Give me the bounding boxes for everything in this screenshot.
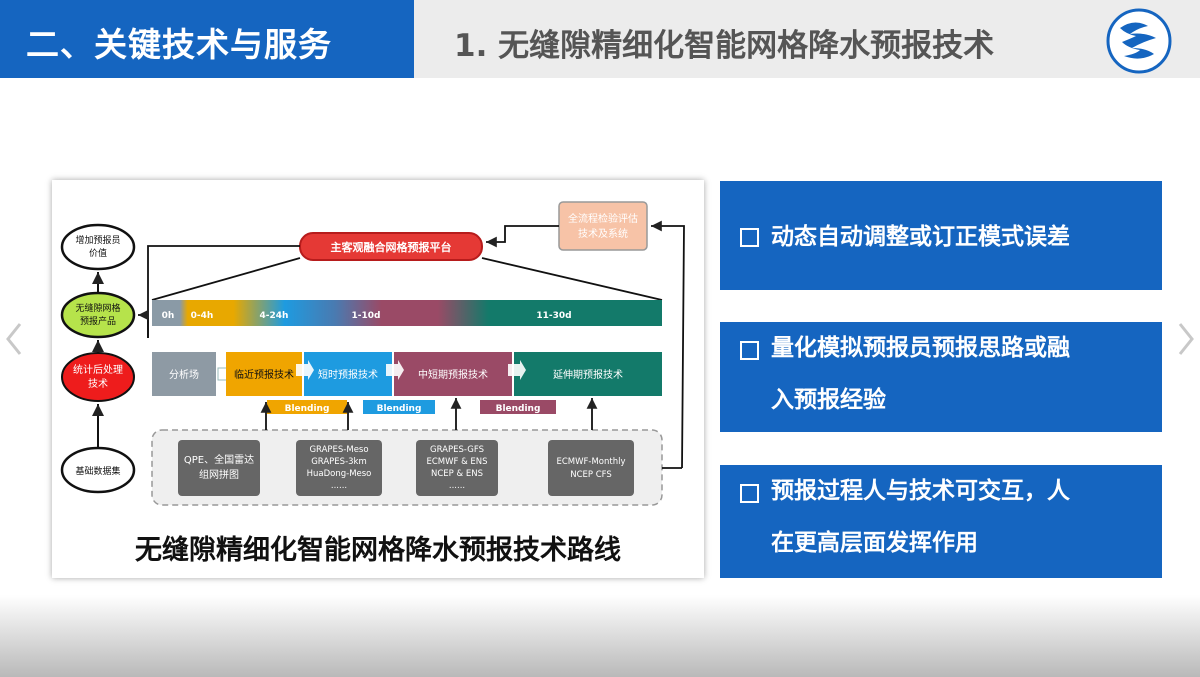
roadmap-diagram: 增加预报员 价值 无缝隙网格 预报产品 统计后处理 技术 基础数据集 主客观融合… [60,201,685,506]
stage-extended-range [514,352,662,396]
source-ecmwf-monthly [548,440,634,496]
previous-slide-icon[interactable] [4,322,24,356]
timeline-1-10d: 1-10d [352,311,381,321]
evaluation-line2: 技术及系统 [578,227,628,240]
blending-2-label: Blending [377,404,422,414]
timeline-0h: 0h [162,311,175,321]
source-qpe [178,440,260,496]
node-grid-product-line1: 无缝隙网格 [75,302,120,314]
source-grapes-meso [296,440,382,496]
blending-1 [267,400,347,414]
source-grapes-gfs [416,440,498,496]
bullet-2-text: 量化模拟预报员预报思路或融 入预报经验 [771,322,1070,426]
node-forecaster-value-line2: 价值 [89,247,107,259]
node-forecaster-value [60,223,136,271]
source-grapes-meso-line2: GRAPES-3km [311,457,367,467]
checkbox-icon [740,341,759,360]
section-title: 二、关键技术与服务 [26,25,332,64]
bottom-shadow [0,595,1200,677]
slide-title-bar: 1. 无缝隙精细化智能网格降水预报技术 [414,0,1200,78]
node-post-processing [61,352,135,402]
bullet-1-text: 动态自动调整或订正模式误差 [771,223,1070,251]
source-qpe-line1: QPE、全国雷达 [184,453,254,466]
bullet-2-line2: 入预报经验 [771,387,886,413]
section-header: 二、关键技术与服务 [0,0,414,78]
bullet-3-line2: 在更高层面发挥作用 [771,530,978,556]
blending-2 [363,400,435,414]
timeline-bar [152,300,662,326]
bullet-2-line1: 量化模拟预报员预报思路或融 [771,335,1070,361]
stage-medium-range-label: 中短期预报技术 [418,368,488,381]
source-grapes-gfs-line2: ECMWF & ENS [426,457,487,467]
checkbox-icon [740,484,759,503]
source-qpe-line2: 组网拼图 [199,468,239,481]
stage-nowcast-label: 临近预报技术 [234,368,294,381]
figure-caption: 无缝隙精细化智能网格降水预报技术路线 [135,535,621,566]
stage-extended-range-label: 延伸期预报技术 [553,368,623,381]
evaluation-node [558,201,648,251]
stage-analysis-label: 分析场 [169,368,199,381]
evaluation-line1: 全流程检验评估 [568,212,638,225]
source-grapes-meso-line3: HuaDong-Meso [307,469,372,479]
source-grapes-meso-line1: GRAPES-Meso [309,445,368,455]
source-ecmwf-monthly-line1: ECMWF-Monthly [556,457,625,467]
bullet-card-2: 量化模拟预报员预报思路或融 入预报经验 [720,322,1162,432]
next-slide-icon[interactable] [1176,322,1196,356]
source-ecmwf-monthly-line2: NCEP CFS [570,470,612,480]
timeline-0-4h: 0-4h [191,311,214,321]
source-grapes-meso-line4: ...... [331,481,347,491]
stage-short-range-label: 短时预报技术 [318,368,378,381]
source-grapes-gfs-line4: ...... [449,481,465,491]
node-grid-product [60,291,136,339]
slide-title: 1. 无缝隙精细化智能网格降水预报技术 [454,28,995,64]
checkbox-icon [740,228,759,247]
cma-logo-icon [1106,8,1172,74]
node-grid-product-line2: 预报产品 [80,315,116,327]
blending-3 [480,400,556,414]
stage-short-range [304,352,392,396]
stage-nowcast [226,352,302,396]
bullet-3-text: 预报过程人与技术可交互，人 在更高层面发挥作用 [771,465,1070,569]
blending-3-label: Blending [496,404,541,414]
timeline-4-24h: 4-24h [260,311,289,321]
platform-label: 主客观融合网格预报平台 [331,240,452,254]
timeline-11-30d: 11-30d [536,311,571,321]
source-grapes-gfs-line3: NCEP & ENS [431,469,483,479]
tech-roadmap-figure: 增加预报员 价值 无缝隙网格 预报产品 统计后处理 技术 基础数据集 主客观融合… [52,180,704,578]
source-grapes-gfs-line1: GRAPES-GFS [430,445,484,455]
bullet-1-line1: 动态自动调整或订正模式误差 [771,224,1070,250]
node-forecaster-value-line1: 增加预报员 [75,234,120,246]
stage-medium-range [394,352,512,396]
blending-1-label: Blending [285,404,330,414]
node-base-dataset-label: 基础数据集 [75,465,120,477]
node-post-processing-line1: 统计后处理 [73,363,123,376]
stage-analysis [152,352,216,396]
bullet-card-1: 动态自动调整或订正模式误差 [720,181,1162,290]
bullet-3-line1: 预报过程人与技术可交互，人 [771,478,1070,504]
node-post-processing-line2: 技术 [88,377,108,390]
bullet-card-3: 预报过程人与技术可交互，人 在更高层面发挥作用 [720,465,1162,578]
